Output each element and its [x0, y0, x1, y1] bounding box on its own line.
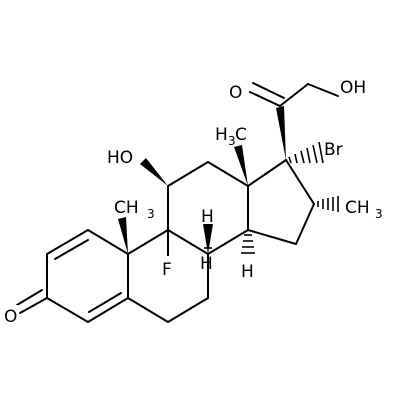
bond-c12-c13 [207, 161, 249, 187]
hydrogen-c14-label: H [241, 262, 254, 282]
methyl-c13-subscript: 3 [228, 134, 236, 148]
methyl-c16-label: CH [345, 198, 370, 218]
wedge-c13-methyl [234, 145, 248, 186]
hydroxyl-left-label: HO [107, 148, 133, 168]
bond-c17-c16 [285, 159, 315, 205]
bond-c20-o [249, 91, 281, 107]
bond-c3-o [19, 297, 48, 314]
bond-c15-c14 [247, 229, 297, 245]
hash-c17-br [288, 141, 324, 164]
methyl-c10-label: CH [114, 198, 139, 218]
ring-b [127, 229, 209, 323]
methyl-c13-c-label: C [235, 125, 247, 145]
bond-c4-c5 [87, 297, 129, 323]
bond-c14-c8 [207, 229, 249, 255]
bond-c3-c4 [46, 297, 89, 323]
side-chain-oxygen-label: O [229, 83, 242, 103]
methyl-c10-subscript: 3 [147, 207, 155, 221]
bond-c20-c21 [279, 83, 309, 107]
methyl-c16-subscript: 3 [375, 207, 383, 221]
atom-labels: O O OH HO Br F H 3 C CH 3 CH 3 H [2, 78, 383, 327]
fluorine-label: F [162, 260, 172, 280]
bond-c10-c9 [127, 229, 169, 255]
ring-a [16, 229, 129, 323]
wedge-c11-oh [140, 158, 168, 186]
bond-c13-c17 [247, 159, 287, 187]
hydrogen-c9-label: H [200, 254, 213, 274]
bond-c6-c5 [127, 297, 169, 323]
methyl-c13-h-label: H [215, 125, 228, 145]
hash-c14-h [241, 234, 255, 254]
bond-c1-c2 [46, 229, 89, 255]
bond-c21-oh [307, 83, 339, 97]
ketone-oxygen-label: O [4, 307, 17, 327]
bond-c1-c10 [87, 229, 129, 255]
wedge-c17-c20 [276, 106, 286, 160]
substituent-bonds [118, 141, 339, 257]
bond-c20-o-double [252, 82, 285, 99]
wedge-c8-h [203, 224, 213, 254]
hash-c16-methyl [317, 196, 339, 212]
side-chain [249, 82, 339, 160]
bond-c7-c6 [167, 297, 209, 323]
ring-d [247, 159, 315, 245]
bond-c3-o-double [16, 289, 43, 306]
bond-c1-c2-double [54, 239, 89, 260]
wedge-c10-methyl [118, 217, 128, 254]
bond-c9-c8 [167, 229, 209, 255]
hydrogen-c8-label: H [201, 207, 214, 227]
bond-c16-c15 [295, 203, 315, 245]
bromine-label: Br [324, 140, 343, 160]
ring-c [167, 161, 249, 255]
hydroxyl-right-label: OH [340, 78, 366, 98]
bond-c4-c5-double [88, 292, 122, 313]
bond-c11-c12 [167, 161, 209, 187]
